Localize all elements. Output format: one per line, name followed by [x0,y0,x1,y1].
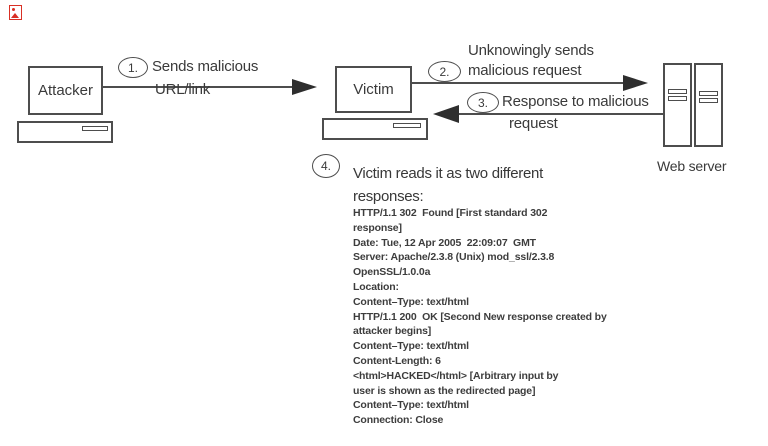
arrow-server-to-victim-line [458,113,663,115]
step4-circle: 4. [312,154,340,178]
http-line: attacker begins] [353,325,432,338]
step2-number: 2. [439,64,450,79]
attacker-monitor: Attacker [28,66,103,115]
http-line: OpenSSL/1.0.0a [353,266,431,279]
step1-circle: 1. [118,57,148,78]
step1-number: 1. [127,60,138,75]
server-slot-icon [699,91,718,96]
step3-label-line1: Response to malicious [502,93,649,110]
http-line: Location: [353,280,399,293]
server-tower-left [663,63,692,147]
http-line: user is shown as the redirected page] [353,384,536,397]
step1-label-line2: URL/link [155,81,211,98]
http-line: Date: Tue, 12 Apr 2005 22:09:07 GMT [353,236,536,249]
victim-base [322,118,428,140]
arrowhead-left-icon [433,105,459,123]
web-server-label: Web server [657,158,727,174]
step4-heading-line1: Victim reads it as two different [353,165,543,182]
step4-heading-line2: responses: [353,188,424,205]
step3-number: 3. [477,95,488,110]
attacker-base-slot [82,126,108,131]
victim-monitor: Victim [335,66,412,113]
server-slot-icon [668,89,687,94]
broken-image-shape [11,13,19,18]
server-tower-right [694,63,723,147]
step2-label-line1: Unknowingly sends [468,42,594,59]
victim-label: Victim [353,81,394,98]
http-line: Content–Type: text/html [353,340,469,353]
broken-image-dot [12,8,15,11]
step2-label-line2: malicious request [468,62,582,79]
step3-label-line2: request [509,115,558,132]
http-response-block: HTTP/1.1 302 Found [First standard 302 r… [353,206,653,428]
http-line: HTTP/1.1 200 OK [Second New response cre… [353,310,607,323]
http-line: Content–Type: text/html [353,399,469,412]
step1-label-line1: Sends malicious [152,58,259,75]
attacker-label: Attacker [37,82,94,99]
http-line: Content–Type: text/html [353,295,469,308]
http-line: <html>HACKED</html> [Arbitrary input by [353,369,559,382]
arrowhead-right-icon [623,75,648,91]
step2-circle: 2. [428,61,461,82]
broken-image-icon [9,5,22,20]
step3-circle: 3. [467,92,499,113]
arrow-victim-to-server-line [412,82,624,84]
step4-number: 4. [320,159,331,173]
http-line: Connection: Close [353,414,444,427]
http-line: Content-Length: 6 [353,354,441,367]
arrowhead-right-icon [292,79,317,95]
arrow-attacker-to-victim-line [103,86,293,88]
server-slot-icon [668,96,687,101]
attacker-base [17,121,113,143]
http-line: Server: Apache/2.3.8 (Unix) mod_ssl/2.3.… [353,251,555,264]
http-line: HTTP/1.1 302 Found [First standard 302 [353,207,548,219]
server-slot-icon [699,98,718,103]
victim-base-slot [393,123,421,128]
http-line: response] [353,221,402,234]
